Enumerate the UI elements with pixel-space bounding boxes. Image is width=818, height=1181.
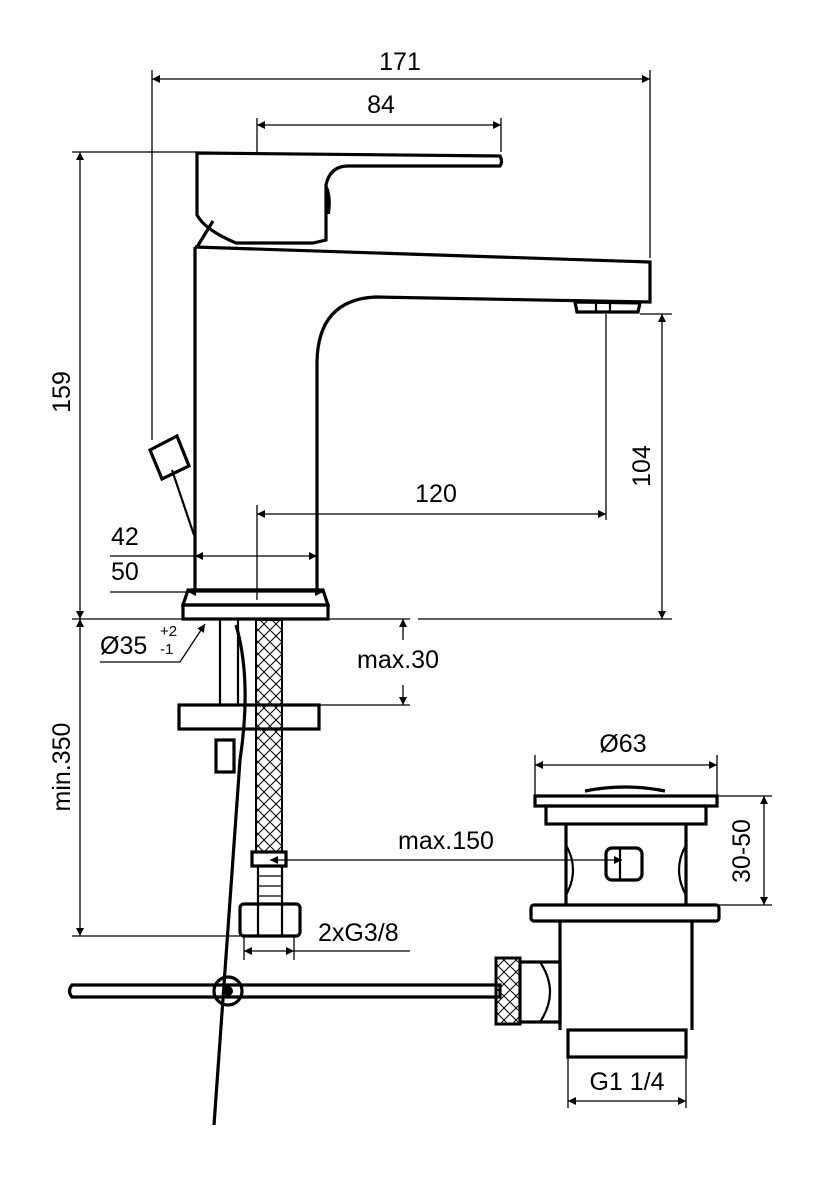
dim-deck-thickness: max.30 — [357, 646, 439, 674]
under-deck-assembly — [67, 618, 502, 1126]
dim-hole-diameter: Ø35 — [100, 632, 147, 660]
dim-connection-thread: 2xG3/8 — [318, 919, 399, 947]
dim-waste-diameter: Ø63 — [599, 730, 646, 758]
dim-waste-range: 30-50 — [728, 819, 756, 883]
dim-body-depth-50: 50 — [111, 558, 139, 586]
dimension-lines — [72, 70, 772, 1108]
dim-waste-thread: G1 1/4 — [589, 1068, 664, 1096]
waste-assembly — [494, 785, 721, 1059]
dim-body-depth-42: 42 — [111, 523, 139, 551]
dim-lever-width: 84 — [367, 91, 395, 119]
dim-hose-length: min.350 — [48, 723, 76, 812]
dimension-labels: 171 84 159 104 120 42 50 Ø35 +2 -1 max.3… — [48, 48, 756, 1096]
dim-overall-height: 159 — [48, 371, 76, 413]
dim-outlet-height: 104 — [628, 445, 656, 487]
dim-projection: 120 — [415, 480, 457, 508]
dim-overall-width: 171 — [379, 48, 421, 76]
dim-tolerance-minus: -1 — [160, 641, 173, 658]
dim-rod-offset: max.150 — [398, 827, 494, 855]
dim-tolerance-plus: +2 — [160, 623, 177, 640]
faucet-body — [147, 151, 652, 621]
